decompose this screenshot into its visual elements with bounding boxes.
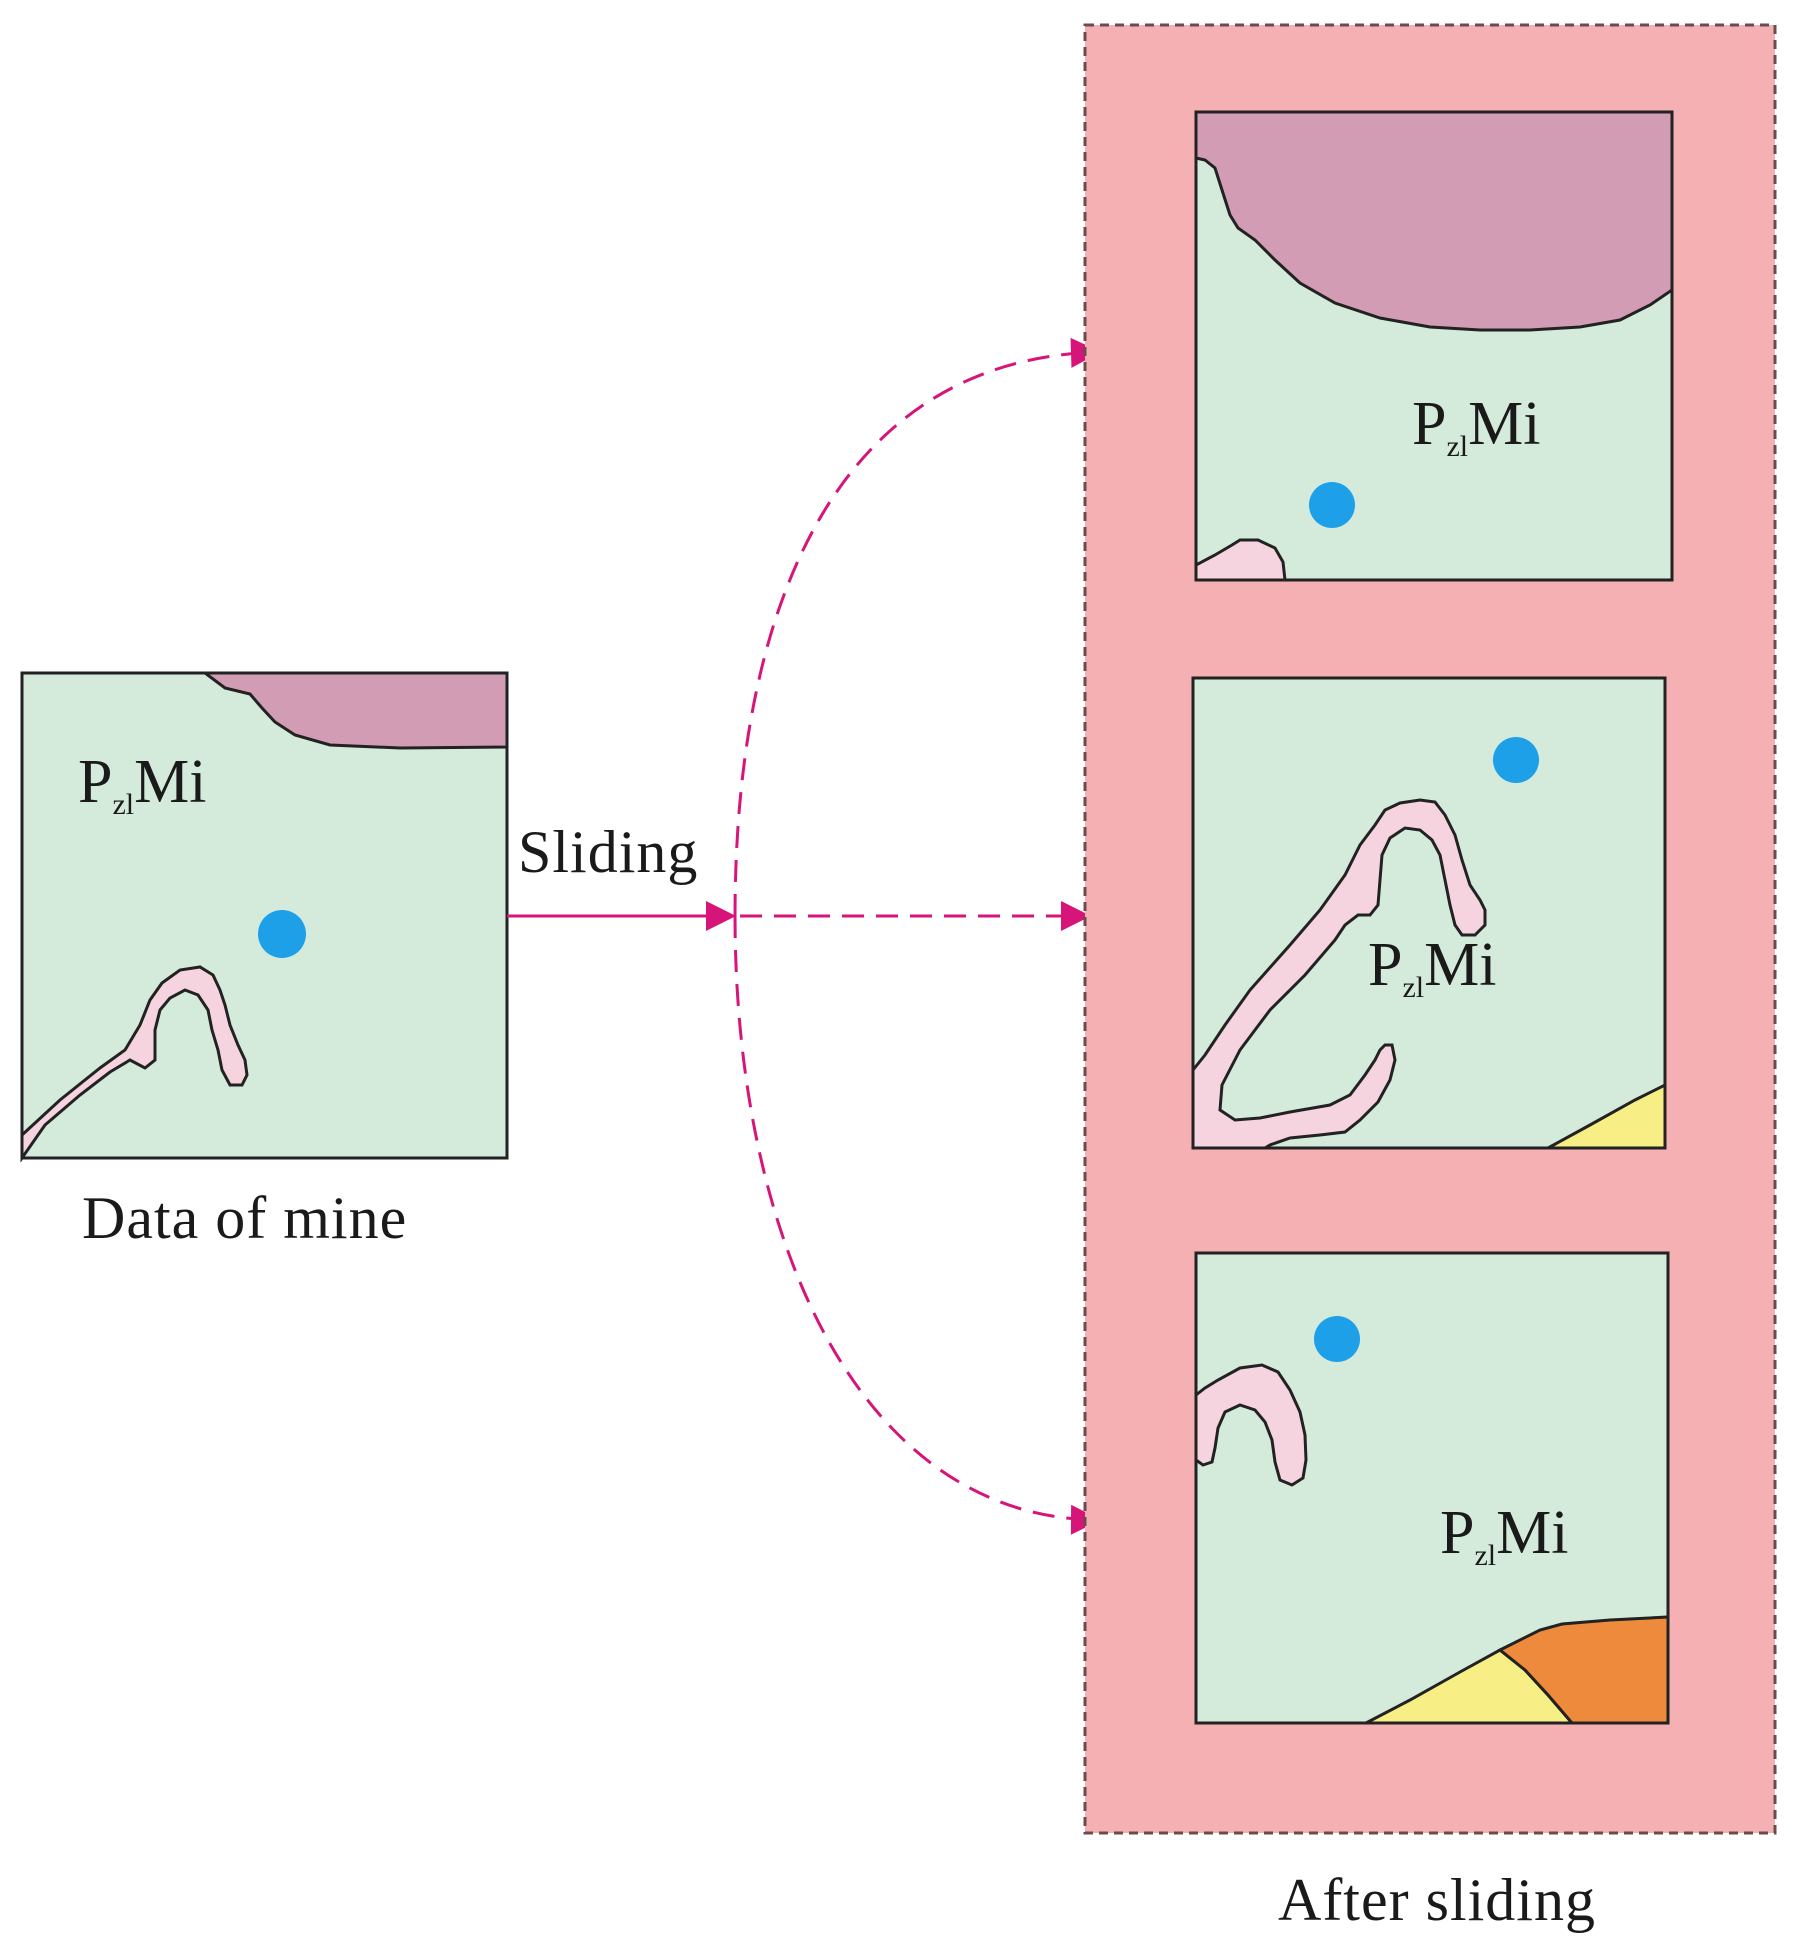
source-magenta-layer — [200, 671, 509, 750]
window-1-mine-point — [1309, 482, 1355, 528]
source-pink-vein — [20, 965, 249, 1163]
sliding-dashed-arrow-top — [733, 337, 1101, 917]
source-map: PzlMi Data of mine — [20, 671, 509, 1251]
sliding-dashed-arrow-bottom — [733, 915, 1101, 1535]
window-1-magenta-layer — [1194, 110, 1674, 332]
window-2-mine-point — [1493, 737, 1539, 783]
sliding-arrows: Sliding — [507, 337, 1101, 1535]
after-sliding-panel: PzlMi PzlMi PzlMi After sliding — [1083, 23, 1777, 1933]
window-3-orange-layer — [1497, 1615, 1670, 1725]
window-2-yellow-layer — [1547, 1082, 1667, 1150]
result-window-1: PzlMi — [1194, 110, 1674, 582]
window-2-unit-label: PzlMi — [1368, 931, 1497, 1004]
source-unit-label: PzlMi — [78, 748, 207, 821]
source-mine-point — [258, 910, 306, 958]
sliding-label: Sliding — [518, 819, 698, 885]
result-window-3: PzlMi — [1194, 1251, 1670, 1725]
result-window-2: PzlMi — [1191, 676, 1667, 1150]
window-3-pink-vein — [1194, 1363, 1308, 1487]
source-caption: Data of mine — [82, 1185, 407, 1251]
window-1-unit-label: PzlMi — [1412, 390, 1541, 463]
window-1-pink-vein — [1194, 538, 1287, 582]
after-sliding-caption: After sliding — [1278, 1867, 1596, 1933]
window-2-background — [1191, 676, 1667, 1150]
window-3-mine-point — [1314, 1316, 1360, 1362]
window-2-pink-vein — [1191, 798, 1487, 1150]
window-3-unit-label: PzlMi — [1440, 1499, 1569, 1572]
